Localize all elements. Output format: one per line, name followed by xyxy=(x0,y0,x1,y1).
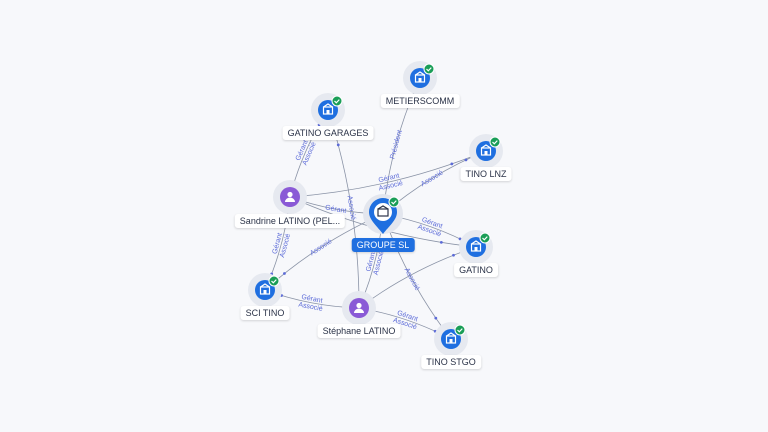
edge-label: GérantAssocié xyxy=(294,138,318,167)
node-tino-lnz[interactable] xyxy=(469,134,503,168)
node-label-gatino-garages[interactable]: GATINO GARAGES xyxy=(282,126,374,140)
edge-line xyxy=(289,150,487,198)
verified-check-icon xyxy=(454,324,466,336)
building-icon xyxy=(480,144,492,156)
building-icon xyxy=(445,332,457,344)
building-icon xyxy=(470,240,482,252)
edge-label: Associé xyxy=(403,267,421,292)
node-gatino[interactable] xyxy=(459,230,493,264)
edge-label: Gérant xyxy=(325,204,347,215)
building-icon xyxy=(377,205,389,217)
edge-label: Associé xyxy=(309,238,333,257)
edge-arrow xyxy=(336,143,340,147)
edge-label: GérantAssocié xyxy=(365,248,386,276)
node-label-tino-lnz[interactable]: TINO LNZ xyxy=(460,167,512,181)
edge-role-text: Associé xyxy=(346,195,357,220)
node-groupe-sl[interactable] xyxy=(363,194,403,234)
node-label-gatino[interactable]: GATINO xyxy=(454,263,498,277)
node-metierscomm[interactable] xyxy=(403,61,437,95)
edge-label: GérantAssocié xyxy=(298,294,325,313)
node-label-stephane[interactable]: Stéphane LATINO xyxy=(317,324,401,338)
edge-arrow xyxy=(434,316,438,320)
node-sandrine[interactable] xyxy=(273,180,307,214)
verified-check-icon xyxy=(479,232,491,244)
edge-sandrine-tino-lnz: Gérant Associé xyxy=(289,150,487,198)
verified-check-icon xyxy=(423,63,435,75)
verified-check-icon xyxy=(268,275,280,287)
node-sci-tino[interactable] xyxy=(248,273,282,307)
edge-role-text: Gérant xyxy=(325,204,347,215)
edge-label: Associé xyxy=(346,195,357,220)
building-icon xyxy=(259,283,271,295)
edge-arrow xyxy=(439,240,443,244)
edge-role-text: Gérant xyxy=(301,294,323,305)
edge-role-text: Associé xyxy=(309,238,333,257)
edge-arrow xyxy=(464,158,468,162)
node-label-groupe-sl[interactable]: GROUPE SL xyxy=(351,238,415,252)
edge-label: Associé xyxy=(420,169,445,188)
node-label-sci-tino[interactable]: SCI TINO xyxy=(240,306,290,320)
node-label-metierscomm[interactable]: METIERSCOMM xyxy=(380,94,460,108)
building-icon xyxy=(322,103,334,115)
edge-label: GérantAssocié xyxy=(417,216,445,238)
edge-role-text: Gérant xyxy=(378,173,400,185)
edge-label: Président xyxy=(389,129,404,159)
edge-role-text: Président xyxy=(389,129,404,159)
edge-arrow xyxy=(283,272,286,275)
edge-label: GérantAssocié xyxy=(271,231,292,259)
edge-arrow xyxy=(452,253,455,257)
node-label-tino-stgo[interactable]: TINO STGO xyxy=(421,355,481,369)
person-icon xyxy=(285,191,295,202)
node-stephane[interactable] xyxy=(342,291,376,325)
edge-role-text: Associé xyxy=(420,169,445,188)
node-gatino-garages[interactable] xyxy=(311,93,345,127)
verified-check-icon xyxy=(388,196,400,208)
edge-role-text: Associé xyxy=(298,301,323,313)
edge-role-text: Associé xyxy=(403,267,421,292)
edge-arrow xyxy=(450,162,454,166)
edge-label: GérantAssocié xyxy=(376,172,403,192)
verified-check-icon xyxy=(489,136,501,148)
verified-check-icon xyxy=(331,95,343,107)
person-icon xyxy=(354,302,364,313)
building-icon xyxy=(414,71,426,83)
node-tino-stgo[interactable] xyxy=(434,322,468,356)
node-label-sandrine[interactable]: Sandrine LATINO (PEL... xyxy=(234,214,346,228)
